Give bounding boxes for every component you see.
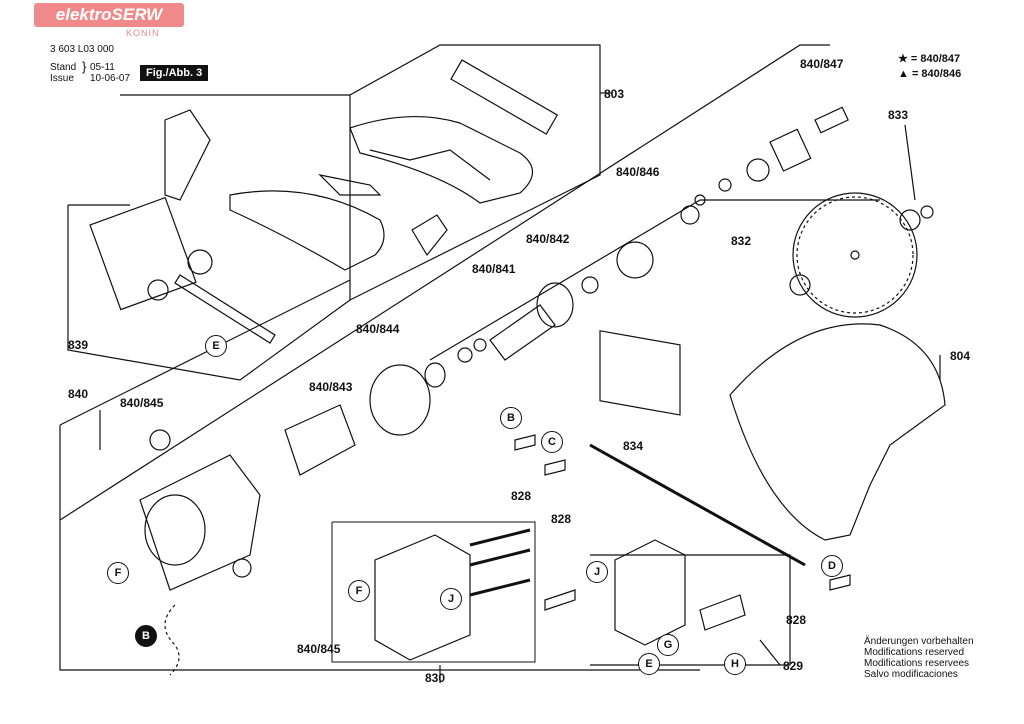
mod-line-fr: Modifications reservees: [864, 658, 970, 669]
part-label-828-c: 828: [551, 512, 572, 526]
part-label-840: 840: [68, 387, 89, 401]
guard-cover-shape: [349, 115, 534, 204]
side-plate-shape: [89, 196, 197, 311]
part-label-829: 829: [783, 659, 804, 673]
part-label-840-841: 840/841: [472, 262, 516, 276]
part-label-828-b: 828: [511, 489, 532, 503]
part-label-803: 803: [604, 87, 625, 101]
issue-value: 10-06-07: [90, 73, 131, 84]
doc-number: 3 603 L03 000: [50, 44, 114, 55]
callout-e-bottom: E: [638, 653, 660, 675]
armature-shape: [489, 304, 556, 361]
field-coil-shape: [284, 404, 356, 476]
callout-b: B: [500, 407, 522, 429]
callout-f-left: F: [107, 562, 129, 584]
part-label-840-847: 840/847: [800, 57, 844, 71]
issue-label: Issue: [50, 73, 74, 84]
callout-f-mid: F: [348, 580, 370, 602]
stand-value: 05-11: [90, 62, 115, 73]
motor-housing-shape: [139, 454, 261, 591]
frame-841-846: [429, 199, 880, 361]
saw-guard-shape: [229, 190, 385, 271]
figure-tag: Fig./Abb. 3: [140, 65, 209, 81]
guide-rod-shape: [589, 443, 806, 567]
part-label-840-844: 840/844: [356, 322, 400, 336]
callout-b-filled: B: [135, 625, 157, 647]
callout-e-top: E: [205, 335, 227, 357]
callout-h: H: [724, 653, 746, 675]
part-label-834: 834: [623, 439, 644, 453]
part-label-839: 839: [68, 338, 89, 352]
blade-guard-shape: [729, 323, 946, 541]
part-label-804: 804: [950, 349, 971, 363]
bearing-shield-shape: [369, 364, 431, 436]
mod-line-es: Salvo modificaciones: [864, 669, 958, 680]
mount-bracket-shape: [374, 534, 471, 661]
part-label-840-842: 840/842: [526, 232, 570, 246]
callout-d: D: [821, 555, 843, 577]
callout-j-right: J: [586, 561, 608, 583]
frame-830: [331, 521, 536, 663]
guard-plate-shape: [450, 59, 559, 135]
frame-839: [67, 205, 351, 381]
part-label-840-845-top: 840/845: [120, 396, 164, 410]
part-label-833: 833: [888, 108, 909, 122]
mod-line-en: Modifications reserved: [864, 647, 965, 658]
watermark-logo-sub: KONIN: [126, 28, 160, 38]
bracket: }: [82, 59, 87, 74]
watermark-logo: elektroSERW: [34, 3, 184, 27]
part-label-840-845-bottom: 840/845: [297, 642, 341, 656]
part-label-830: 830: [425, 671, 446, 685]
callout-c: C: [541, 431, 563, 453]
legend-star: ★ = 840/847: [898, 53, 961, 65]
saw-blade-shape: [792, 192, 918, 318]
callout-j-left: J: [440, 588, 462, 610]
side-guard-shape: [164, 109, 211, 201]
part-label-840-843: 840/843: [309, 380, 353, 394]
frame-840: [59, 425, 700, 671]
mod-line-de: Änderungen vorbehalten: [864, 636, 974, 647]
part-label-828-d: 828: [786, 613, 807, 627]
support-bracket-shape: [614, 539, 686, 646]
legend-triangle: ▲ = 840/846: [898, 68, 962, 80]
gearbox-shape: [599, 330, 681, 416]
frame-829: [590, 554, 791, 666]
part-label-840-846: 840/846: [616, 165, 660, 179]
stand-label: Stand: [50, 62, 77, 73]
frame-840-diagonal: [59, 44, 830, 521]
callout-g: G: [657, 634, 679, 656]
modifications-note: Änderungen vorbehalten Modifications res…: [864, 636, 974, 680]
part-label-832: 832: [731, 234, 752, 248]
